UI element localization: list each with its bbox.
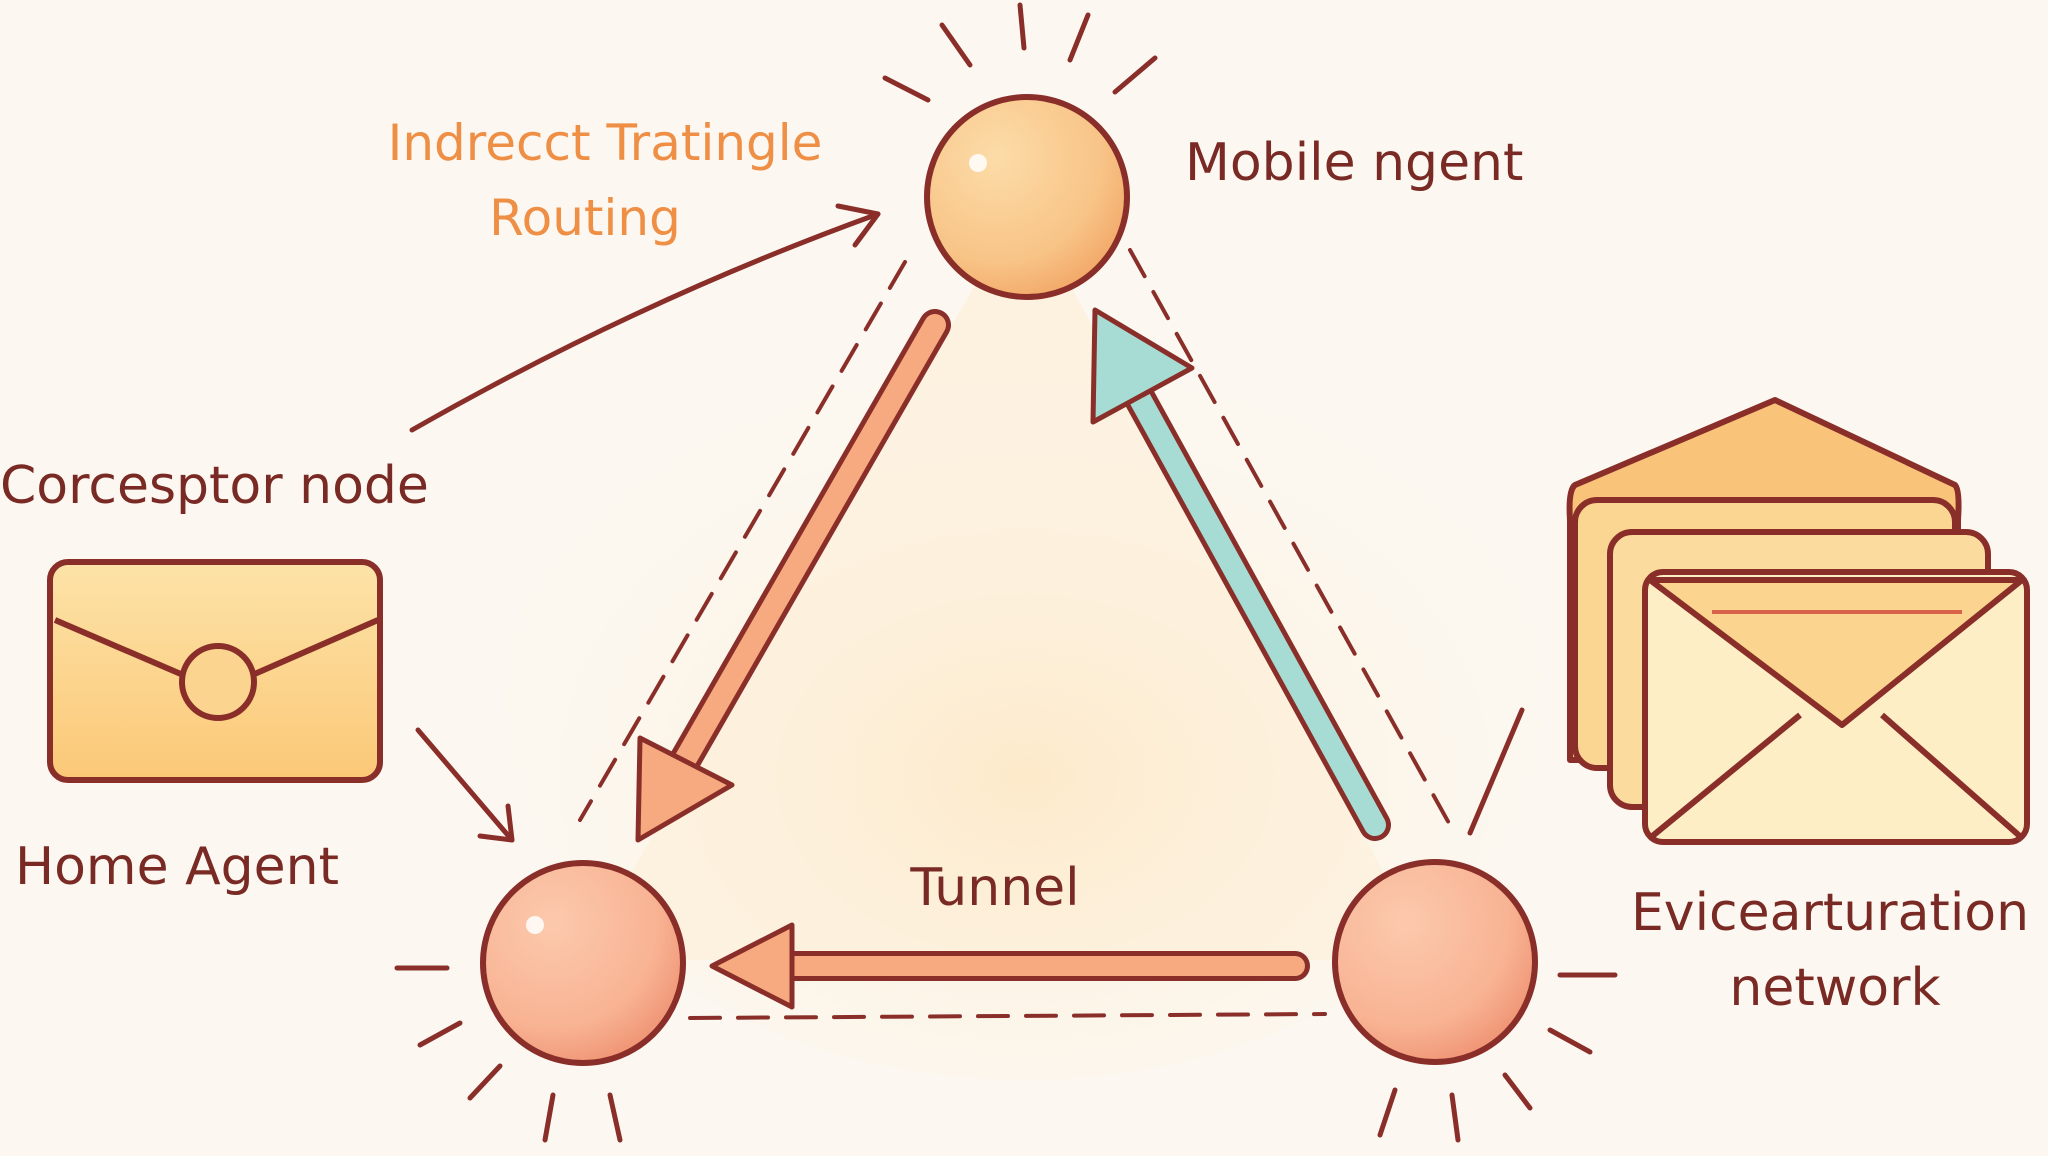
label-mobile-agent: Mobile ngent xyxy=(1185,133,1523,193)
label-foreign-network-line1: Evicearturation xyxy=(1631,883,2029,943)
node-mobile-agent xyxy=(924,94,1130,300)
diagram-title-line1: Indrecct Tratingle xyxy=(388,114,823,172)
dashed-edge-bottom xyxy=(688,1012,1327,1020)
label-foreign-network-line2: network xyxy=(1729,958,1940,1018)
label-correspondent-node: Corcesptor node xyxy=(0,456,429,516)
rays-top xyxy=(882,2,1158,103)
dashed-edge-left xyxy=(578,260,907,822)
arrow-teal xyxy=(1090,307,1391,841)
envelope-stack-icon xyxy=(1566,397,2030,845)
glow-background xyxy=(505,320,1545,1080)
rays-bottom-right xyxy=(1377,707,1618,1143)
label-home-agent: Home Agent xyxy=(15,837,339,897)
arrow-envelope-to-home xyxy=(415,727,515,843)
node-home-agent xyxy=(480,860,686,1066)
dashed-triangle xyxy=(578,248,1452,1020)
arrow-orange xyxy=(635,309,951,843)
diagram-title-line2: Routing xyxy=(489,189,681,247)
dashed-edge-right xyxy=(1128,248,1452,827)
envelope-icon xyxy=(47,559,383,783)
rays-bottom-left xyxy=(394,965,623,1143)
label-tunnel: Tunnel xyxy=(909,858,1079,918)
node-foreign-network xyxy=(1332,859,1538,1065)
arrow-tunnel xyxy=(709,922,1310,1010)
arrow-correspondent-to-mobile xyxy=(409,203,881,433)
